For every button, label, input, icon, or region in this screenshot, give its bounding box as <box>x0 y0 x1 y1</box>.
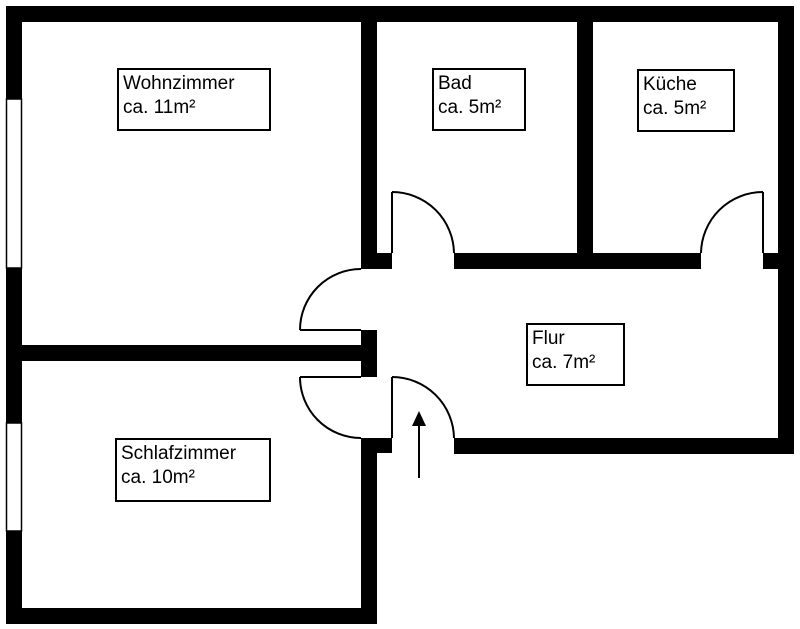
door-kueche[interactable] <box>700 191 764 254</box>
room-label-flur: Flur ca. 7m² <box>526 323 625 386</box>
room-area: ca. 5m² <box>643 98 707 119</box>
wall-top <box>6 6 794 22</box>
door-bad[interactable] <box>391 191 455 254</box>
wall-left-1 <box>6 6 22 99</box>
window-schlafzimmer <box>5 422 23 532</box>
room-area: ca. 5m² <box>438 97 502 118</box>
wall-flur-bottom <box>454 438 794 454</box>
room-name: Küche <box>643 74 697 95</box>
wall-door-pillar <box>361 330 377 377</box>
wall-entry-stub-left <box>361 438 392 453</box>
room-area: ca. 11m² <box>123 97 196 118</box>
wall-wohn-bad <box>361 6 377 269</box>
room-label-schlafzimmer: Schlafzimmer ca. 10m² <box>115 438 271 502</box>
door-schlafzimmer[interactable] <box>299 376 362 439</box>
room-name: Wohnzimmer <box>123 73 235 94</box>
room-name: Flur <box>532 328 565 349</box>
walls <box>6 6 794 624</box>
wall-wohn-schlaf <box>6 345 377 361</box>
windows <box>5 98 23 532</box>
arrow-up-icon <box>412 411 426 478</box>
room-label-bad: Bad ca. 5m² <box>432 68 526 131</box>
room-area: ca. 7m² <box>532 352 596 373</box>
room-name: Schlafzimmer <box>121 443 237 464</box>
room-label-kueche: Küche ca. 5m² <box>637 69 735 132</box>
wall-bad-stub-left <box>361 253 392 269</box>
wall-left-3 <box>6 531 22 624</box>
wall-bad-kueche <box>577 6 593 269</box>
doors <box>299 191 764 439</box>
room-label-wohnzimmer: Wohnzimmer ca. 11m² <box>117 68 271 131</box>
door-entrance[interactable] <box>391 376 455 439</box>
room-area: ca. 10m² <box>121 467 195 488</box>
wall-schlafzimmer-right <box>361 438 377 624</box>
wall-right <box>778 6 794 454</box>
room-name: Bad <box>438 73 472 94</box>
wall-bottom-schlafzimmer <box>6 608 377 624</box>
window-wohnzimmer <box>5 98 23 269</box>
door-wohnzimmer[interactable] <box>299 268 362 331</box>
